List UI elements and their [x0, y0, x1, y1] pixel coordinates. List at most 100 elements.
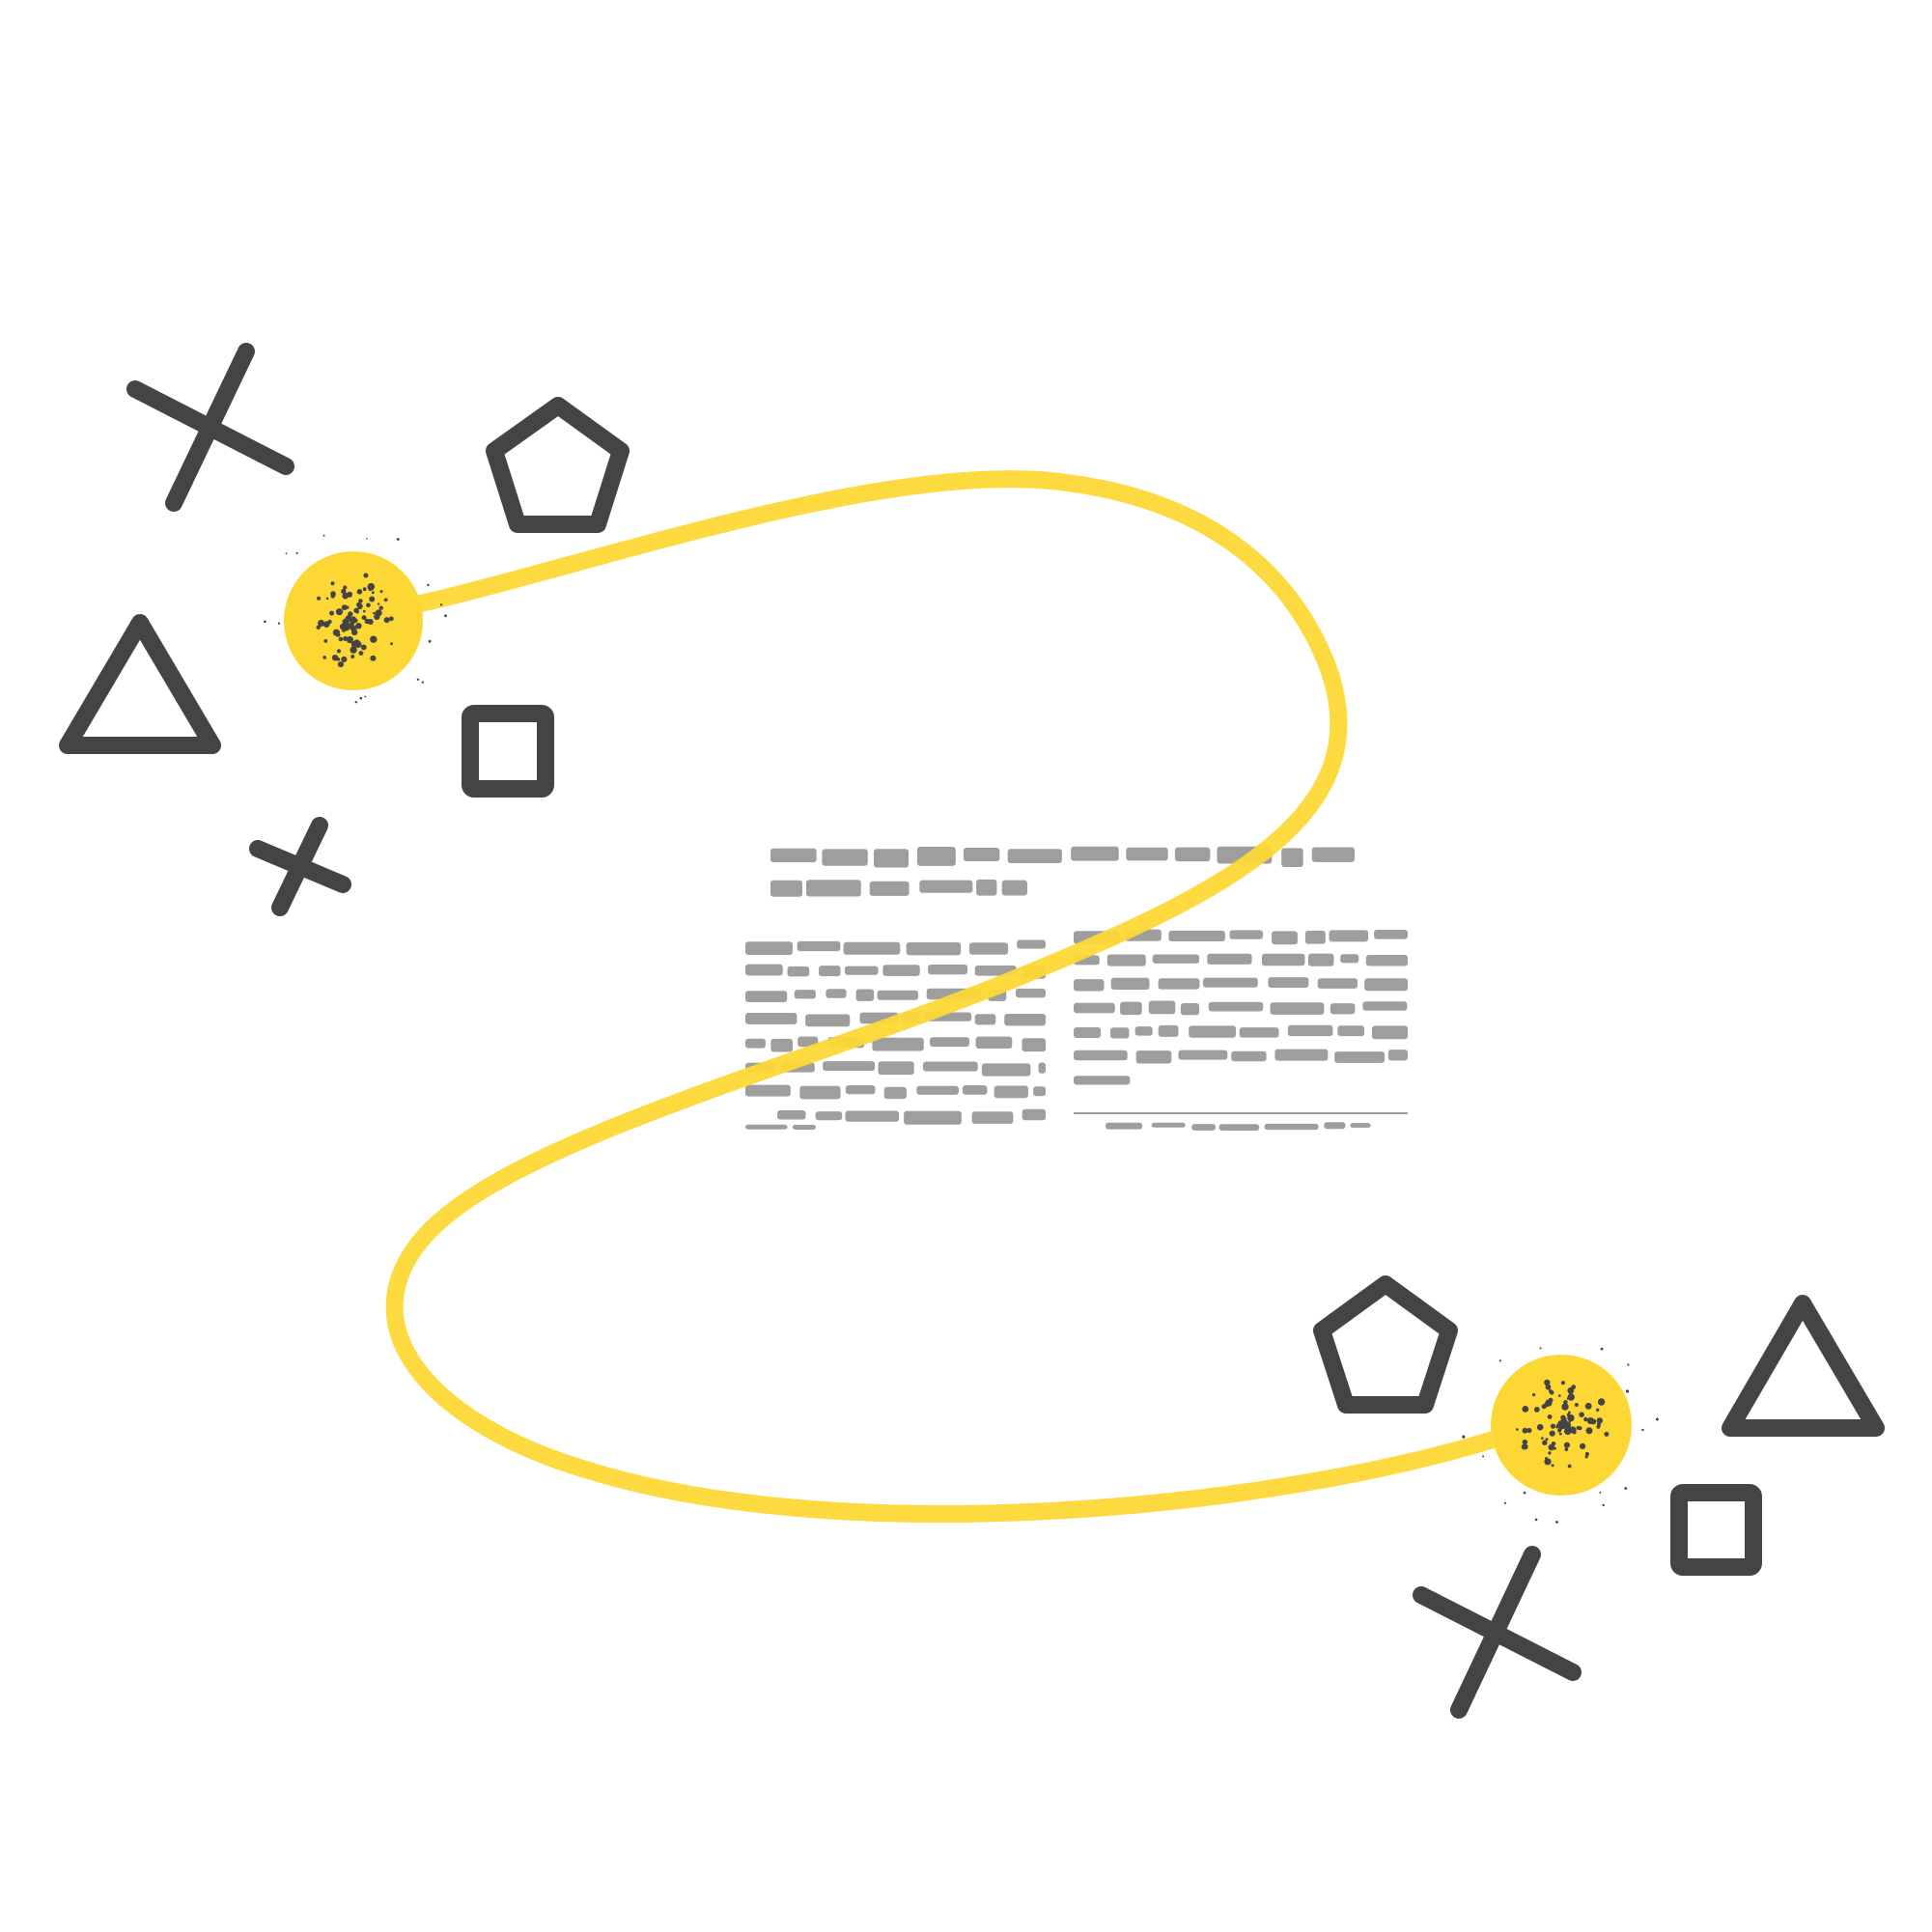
- text-dash: [1329, 930, 1369, 942]
- speckle-dot: [375, 609, 382, 617]
- speckle-dot: [361, 615, 367, 621]
- speckle-dot: [323, 639, 328, 643]
- speckle-dot: [1549, 1390, 1554, 1395]
- speckle-dot: [370, 635, 378, 643]
- text-dash: [1207, 953, 1252, 965]
- speckle-dot: [1557, 1428, 1562, 1433]
- speckle-dot: [367, 582, 376, 591]
- square-icon: [462, 705, 554, 798]
- text-dash: [1189, 1025, 1236, 1038]
- speckle-dot: [1558, 1394, 1561, 1397]
- speckle-dot: [350, 655, 355, 658]
- text-dash: [971, 1111, 1014, 1124]
- speckle-dot: [1522, 1427, 1528, 1434]
- speckle-dot: [1604, 1431, 1610, 1437]
- text-dash: [1110, 977, 1150, 990]
- text-dash: [1340, 954, 1359, 964]
- text-dash: [845, 1085, 876, 1095]
- text-dash: [1264, 1123, 1319, 1131]
- text-dash: [975, 1036, 1013, 1049]
- speckle-dot: [343, 636, 349, 641]
- speckle-dot: [364, 695, 367, 698]
- speckle-dot: [390, 642, 393, 646]
- speckle-dot: [1526, 1427, 1532, 1434]
- speckle-dot: [1532, 1393, 1536, 1397]
- text-dash: [1158, 978, 1200, 990]
- speckle-dot: [1564, 1447, 1569, 1451]
- speckle-dot: [1555, 1425, 1558, 1429]
- speckle-dot: [337, 661, 344, 668]
- speckle-dot: [1563, 1442, 1570, 1448]
- text-dash: [1365, 955, 1408, 966]
- speckle-dot: [1602, 1503, 1605, 1507]
- text-dash: [1229, 930, 1263, 939]
- text-dash: [1074, 979, 1105, 992]
- text-dash: [923, 1061, 978, 1072]
- speckle-dot: [1522, 1406, 1529, 1413]
- speckle-dot: [1539, 1347, 1542, 1350]
- text-dash: [1203, 977, 1258, 988]
- text-dash: [1135, 1050, 1172, 1064]
- speckle-dot: [1599, 1491, 1602, 1494]
- text-dash: [1074, 1076, 1131, 1085]
- text-dash: [1372, 1025, 1408, 1040]
- start-node: [264, 534, 447, 704]
- speckle-dot: [1655, 1417, 1659, 1421]
- speckle-dot: [439, 603, 443, 606]
- text-dash: [815, 1111, 843, 1121]
- speckle-dot: [1566, 1397, 1570, 1400]
- speckle-dot: [348, 611, 353, 617]
- text-dash: [1015, 988, 1046, 998]
- speckle-dot: [421, 681, 424, 684]
- speckle-dot: [1553, 1446, 1556, 1450]
- speckle-dot: [358, 599, 363, 603]
- text-dash: [1148, 1000, 1176, 1015]
- text-dash: [794, 990, 816, 999]
- text-dash: [919, 880, 973, 893]
- text-dash: [883, 1086, 907, 1100]
- text-dash: [1307, 953, 1334, 966]
- speckle-dot: [1544, 1379, 1551, 1386]
- text-dash: [792, 1124, 816, 1130]
- text-dash: [1106, 954, 1146, 966]
- speckle-dot: [350, 616, 356, 623]
- text-dash: [1126, 847, 1168, 861]
- text-dash: [1261, 953, 1305, 966]
- text-dash: [1152, 954, 1200, 964]
- text-dash: [844, 966, 879, 975]
- speckle-dot: [1555, 1521, 1558, 1524]
- text-dash: [770, 1038, 793, 1052]
- speckle-dot: [363, 609, 366, 613]
- text-dash: [878, 1061, 914, 1076]
- speckle-dot: [346, 636, 353, 644]
- speckle-dot: [1558, 1432, 1562, 1436]
- bottom-right-shape-cluster: [1313, 1275, 1885, 1719]
- text-dash: [1364, 978, 1408, 992]
- speckle-dot: [1584, 1402, 1592, 1410]
- text-dash: [745, 1013, 798, 1024]
- speckle-dot: [295, 551, 298, 554]
- text-dash: [1001, 880, 1027, 896]
- speckle-dot: [1557, 1420, 1565, 1427]
- speckle-dot: [335, 608, 344, 616]
- speckle-dot: [1462, 1435, 1466, 1439]
- text-dash: [745, 1038, 766, 1049]
- text-dash: [1239, 1027, 1279, 1038]
- speckle-dot: [341, 588, 347, 595]
- speckle-dot: [1567, 1464, 1572, 1469]
- text-dash: [745, 1084, 791, 1097]
- text-dash: [1274, 1049, 1329, 1061]
- speckle-dot: [388, 616, 394, 622]
- speckle-dot: [1548, 1451, 1552, 1455]
- speckle-dot: [1550, 1431, 1554, 1437]
- speckle-dot: [347, 591, 353, 598]
- text-dash: [1330, 1003, 1356, 1015]
- end-node: [1462, 1347, 1659, 1524]
- speckle-dot: [427, 583, 430, 587]
- speckle-dot: [330, 581, 335, 586]
- speckle-dot: [383, 598, 388, 602]
- text-dash: [930, 1037, 969, 1048]
- text-dash: [1168, 930, 1225, 941]
- text-dash: [1272, 931, 1298, 945]
